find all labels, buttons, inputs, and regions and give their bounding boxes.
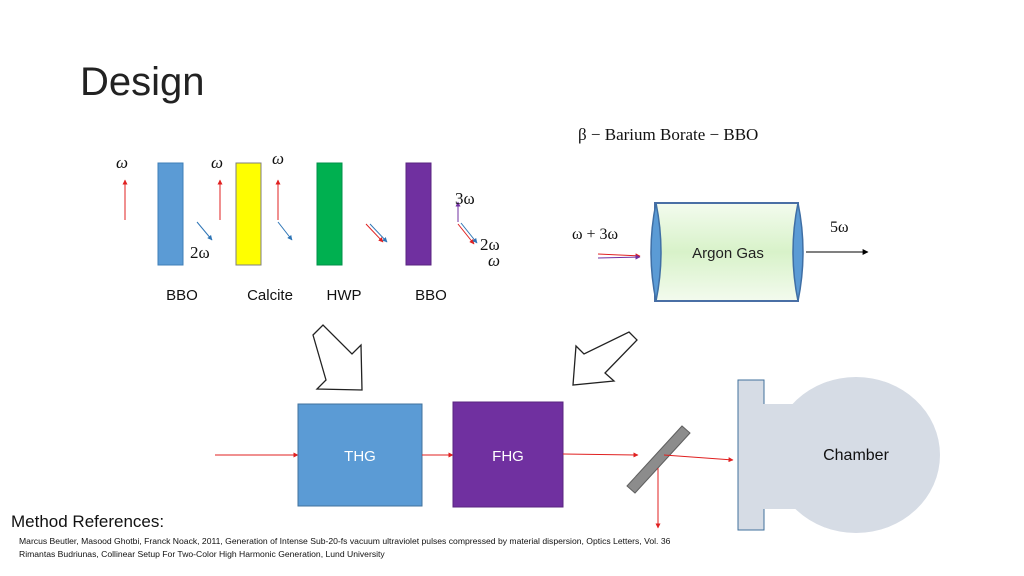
hwp-omega-beam-arrow: [365, 223, 384, 243]
chamber: [737, 377, 940, 533]
bbo-crystal-1: [157, 162, 184, 266]
three-omega-label: 3ω: [455, 189, 475, 208]
gas-input-omega-arrow: [597, 253, 641, 259]
references-heading: Method References:: [11, 512, 165, 531]
two-omega-label-1: 2ω: [190, 243, 210, 262]
calcite-crystal: [235, 162, 262, 266]
block-arrow-right: [572, 331, 638, 386]
thg-box: [297, 403, 423, 507]
omega-label-2: ω: [211, 153, 223, 172]
omega-label-4: ω: [488, 251, 500, 270]
crystal-label-bbo-2: BBO: [415, 287, 447, 304]
omega-label-1: ω: [116, 153, 128, 172]
omega-label-3: ω: [272, 149, 284, 168]
argon-gas-cell: [650, 202, 804, 302]
fhg-to-mirror-arrow: [562, 452, 639, 458]
hwp-plate: [316, 162, 343, 266]
two-omega-beam-arrow-1: [196, 221, 213, 241]
reference-item-2: Rimantas Budriunas, Collinear Setup For …: [19, 549, 385, 559]
hwp-two-omega-beam-arrow: [369, 223, 388, 243]
output-omega-beam-arrow: [457, 223, 475, 245]
argon-gas-label: Argon Gas: [692, 245, 764, 262]
fhg-label: FHG: [492, 448, 524, 465]
page-title: Design: [80, 60, 205, 104]
chamber-label: Chamber: [823, 447, 889, 464]
two-omega-label-2: 2ω: [480, 235, 500, 254]
output-two-omega-beam-arrow: [460, 222, 478, 244]
two-omega-beam-arrow-2: [277, 221, 293, 241]
gas-input-label: ω + 3ω: [572, 226, 618, 243]
bbo-crystal-2: [405, 162, 432, 266]
bbo-definition: β − Barium Borate − BBO: [578, 125, 758, 144]
fhg-box: [452, 401, 564, 508]
reference-item-1: Marcus Beutler, Masood Ghotbi, Franck No…: [19, 536, 671, 546]
gas-output-label: 5ω: [830, 219, 849, 236]
block-arrow-left: [312, 324, 363, 391]
mirror: [626, 425, 691, 494]
crystal-label-hwp: HWP: [327, 287, 362, 304]
crystal-label-bbo-1: BBO: [166, 287, 198, 304]
crystal-label-calcite: Calcite: [247, 287, 293, 304]
thg-label: THG: [344, 448, 376, 465]
mirror-to-chamber-arrow: [663, 454, 734, 463]
gas-input-three-omega-arrow: [597, 254, 641, 260]
